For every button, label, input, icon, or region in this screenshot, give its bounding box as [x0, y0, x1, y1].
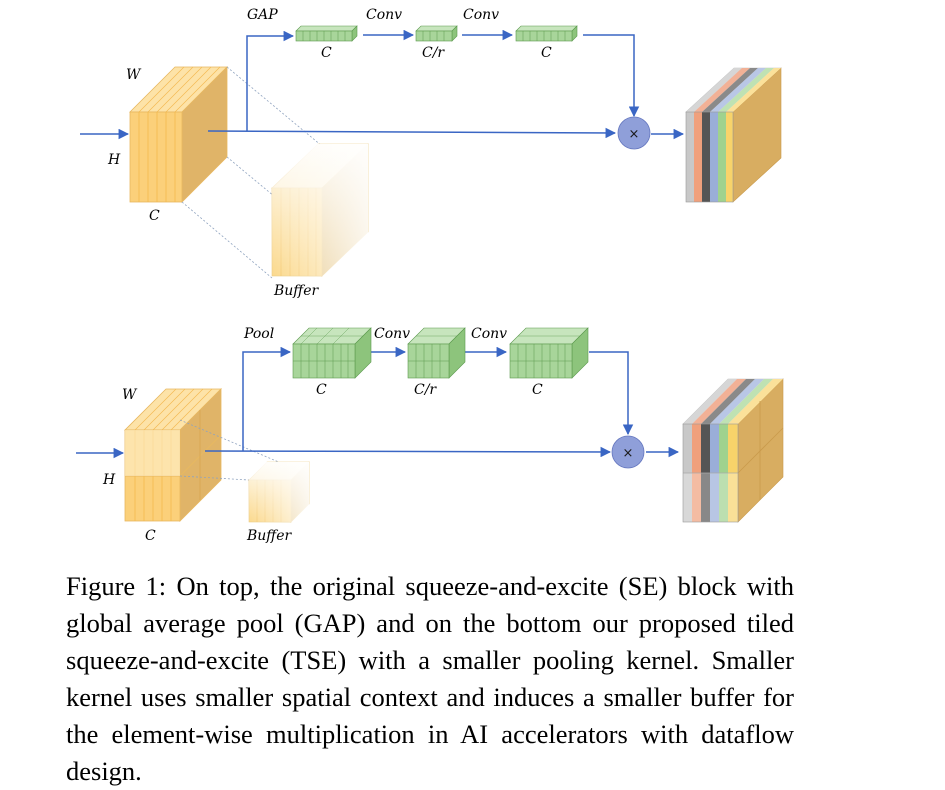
buffer-guide — [181, 201, 273, 279]
conv-label: Conv — [366, 7, 402, 23]
scale-arrow — [583, 34, 640, 118]
buffer-label: Buffer — [246, 528, 293, 544]
excite-tensor — [509, 327, 589, 379]
multiply-symbol: × — [623, 446, 634, 461]
channel-label: C — [145, 528, 156, 544]
pool-branch-arrow — [242, 346, 292, 451]
active-tile — [125, 430, 180, 476]
conv-label: Conv — [463, 7, 499, 23]
multiply-node — [611, 435, 645, 469]
conv-label: Conv — [471, 326, 507, 342]
reduced-vector — [415, 25, 458, 42]
gap-vector — [295, 25, 358, 42]
input-feature-map — [124, 388, 222, 522]
tensor-size-label: C — [532, 382, 543, 398]
gap-label: GAP — [247, 7, 278, 23]
se-vs-tse-diagram: W H C Buffer GAP Conv Conv — [76, 7, 784, 544]
reduced-tensor — [407, 327, 466, 379]
conv-label: Conv — [374, 326, 410, 342]
vector-size-label: C — [541, 45, 552, 61]
channel-label: C — [149, 208, 160, 224]
pooled-tensor — [292, 327, 372, 379]
scale-arrow — [589, 351, 634, 436]
input-feature-map — [129, 66, 228, 203]
buffer-guide — [179, 475, 250, 481]
buffer-block — [248, 461, 310, 523]
buffer-label: Buffer — [273, 283, 320, 299]
tse-block: W H C Buffer Pool Conv Conv — [76, 326, 784, 544]
gap-branch-arrow — [246, 30, 295, 131]
skip-arrow — [207, 127, 617, 139]
skip-arrow — [204, 446, 612, 458]
width-label: W — [122, 387, 138, 403]
buffer-block — [271, 143, 369, 277]
output-feature-map — [682, 378, 784, 523]
buffer-guide — [226, 66, 323, 147]
multiply-node — [617, 116, 651, 150]
multiply-symbol: × — [629, 127, 640, 142]
height-label: H — [102, 472, 116, 488]
output-feature-map — [685, 67, 782, 203]
height-label: H — [107, 152, 121, 168]
excite-vector — [515, 25, 578, 42]
tensor-size-label: C/r — [414, 382, 437, 398]
tensor-size-label: C — [316, 382, 327, 398]
vector-size-label: C — [321, 45, 332, 61]
vector-size-label: C/r — [422, 45, 445, 61]
width-label: W — [126, 67, 142, 83]
figure-caption: Figure 1: On top, the original squeeze-a… — [66, 571, 794, 786]
se-block: W H C Buffer GAP Conv Conv — [80, 7, 782, 299]
pool-label: Pool — [243, 326, 274, 342]
buffer-guide — [179, 419, 289, 467]
